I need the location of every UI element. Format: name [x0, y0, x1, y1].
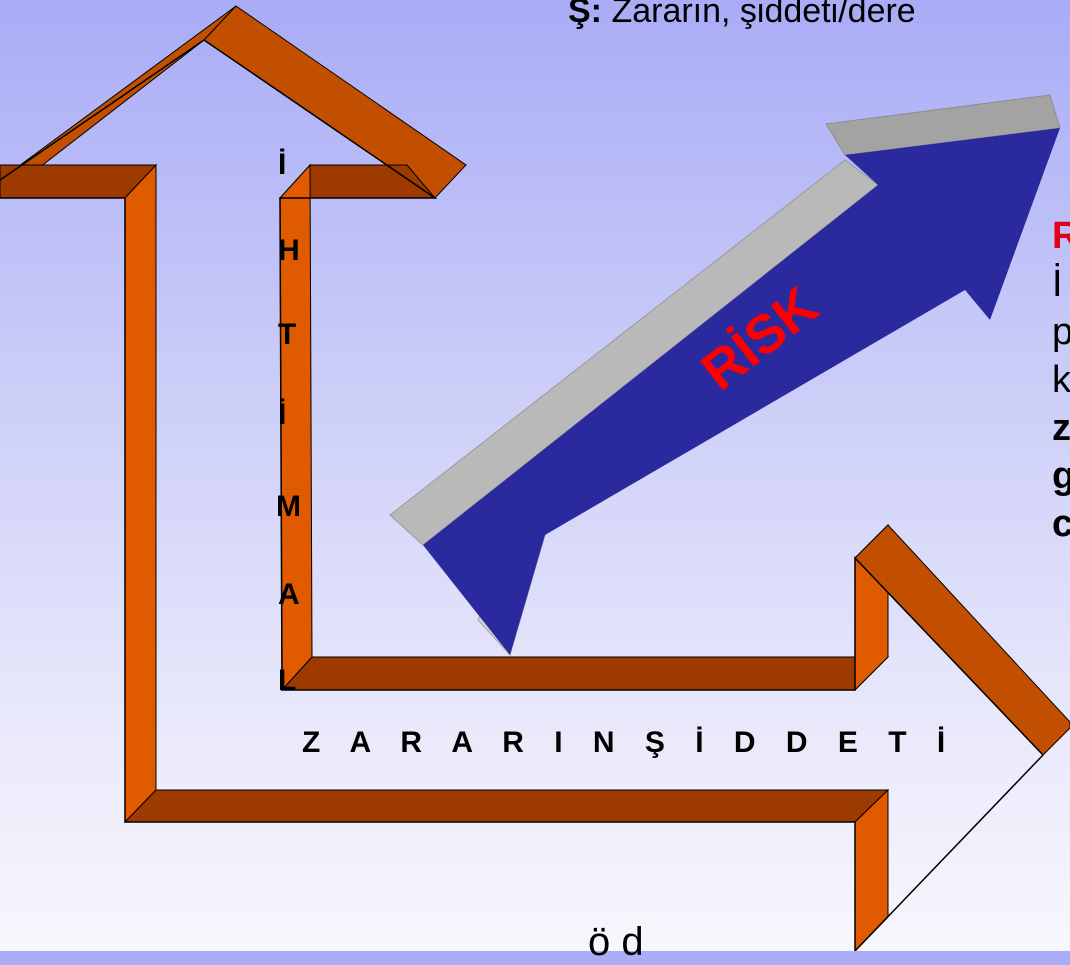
side-text-line: p: [1052, 311, 1070, 353]
vertical-letter: L: [278, 664, 297, 697]
inner-horizontal-bevel: [280, 656, 890, 691]
top-caption: Ş: Zararın, şiddeti/dere: [568, 0, 916, 31]
vertical-letter: H: [278, 234, 300, 267]
vertical-letter: A: [278, 578, 300, 611]
caption-text: Zararın, şiddeti/dere: [611, 0, 916, 30]
risk-arrow: RİSK: [389, 94, 1061, 656]
horizontal-axis-label: Z A R A R I N Ş İ D D E T İ: [302, 726, 957, 759]
vertical-letter: İ: [278, 148, 287, 181]
outer-vertical-bevel: [124, 163, 157, 824]
side-text-line: c: [1052, 503, 1070, 545]
side-text-line: R: [1052, 215, 1070, 257]
side-text-line: k: [1052, 359, 1070, 401]
vertical-letter: İ: [278, 398, 287, 431]
side-text-line: z: [1052, 407, 1070, 449]
frame-arrows: [0, 5, 1070, 951]
side-text-line: İ: [1052, 263, 1063, 305]
bottom-text: ö d: [588, 920, 644, 964]
vertical-letter: M: [276, 490, 301, 523]
outer-horizontal-bevel: [123, 789, 890, 823]
risk-arrow-body: [423, 128, 1060, 655]
vertical-letter: T: [278, 318, 297, 351]
caption-prefix: Ş:: [568, 0, 602, 30]
side-text: R İ p k z g c: [1052, 212, 1070, 548]
arrow-outline: [0, 39, 1045, 951]
side-text-line: g: [1052, 455, 1070, 497]
